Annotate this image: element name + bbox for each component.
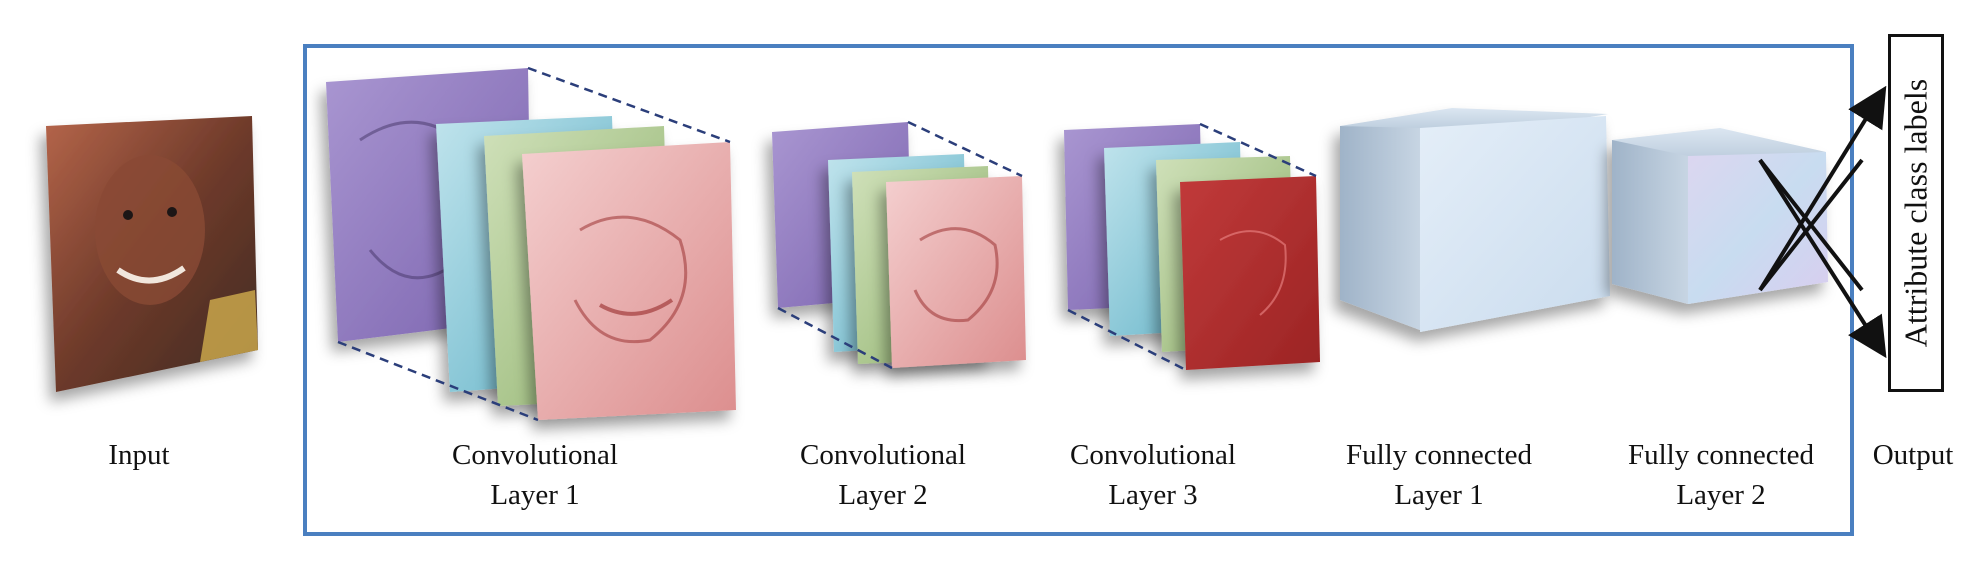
conv1-projection-lines: [337, 66, 731, 422]
output-class-labels-box: Attribute class labels: [1888, 34, 1944, 392]
label-conv1-line2: Layer 1: [490, 479, 580, 511]
label-input-text: Input: [108, 439, 170, 471]
conv2-projection-lines: [777, 120, 1023, 370]
label-conv3-line2: Layer 3: [1108, 479, 1198, 511]
label-conv1-line1: Convolutional: [452, 439, 618, 471]
label-fc1: Fully connected Layer 1: [1324, 435, 1554, 515]
label-fc2-line1: Fully connected: [1627, 439, 1815, 471]
conv3-feature-map-red: [1180, 176, 1320, 370]
label-fc2: Fully connected Layer 2: [1606, 435, 1836, 515]
arrow-down: [1758, 158, 1887, 359]
label-fc1-line2: Layer 1: [1394, 479, 1484, 511]
output-class-labels-text: Attribute class labels: [1897, 78, 1934, 348]
arrow-up: [1758, 85, 1887, 292]
output-arrows: [1758, 85, 1887, 359]
conv3-projection-lines: [1067, 122, 1317, 372]
label-fc1-line1: Fully connected: [1345, 439, 1533, 471]
network-frame: [303, 44, 1854, 536]
label-conv3: Convolutional Layer 3: [1048, 435, 1258, 515]
conv1-feature-map-pink: [522, 142, 736, 420]
label-conv1: Convolutional Layer 1: [430, 435, 640, 515]
conv-layer-1: [326, 66, 736, 422]
input-face-image: [46, 116, 258, 392]
label-input: Input: [84, 435, 194, 475]
fc2-crossing-lines: [1758, 158, 1864, 292]
fc-layer-2-block: [1612, 128, 1828, 304]
label-conv2-line2: Layer 2: [838, 479, 928, 511]
conv-layer-3: [1064, 122, 1320, 372]
label-output: Output: [1858, 435, 1968, 475]
label-conv2: Convolutional Layer 2: [778, 435, 988, 515]
label-conv3-line1: Convolutional: [1070, 439, 1236, 471]
label-output-text: Output: [1872, 439, 1954, 471]
label-conv2-line1: Convolutional: [800, 439, 966, 471]
conv-layer-2: [772, 120, 1026, 370]
label-fc2-line2: Layer 2: [1676, 479, 1766, 511]
conv2-feature-map-pink: [886, 176, 1026, 368]
fc-layer-1-block: [1340, 108, 1610, 332]
